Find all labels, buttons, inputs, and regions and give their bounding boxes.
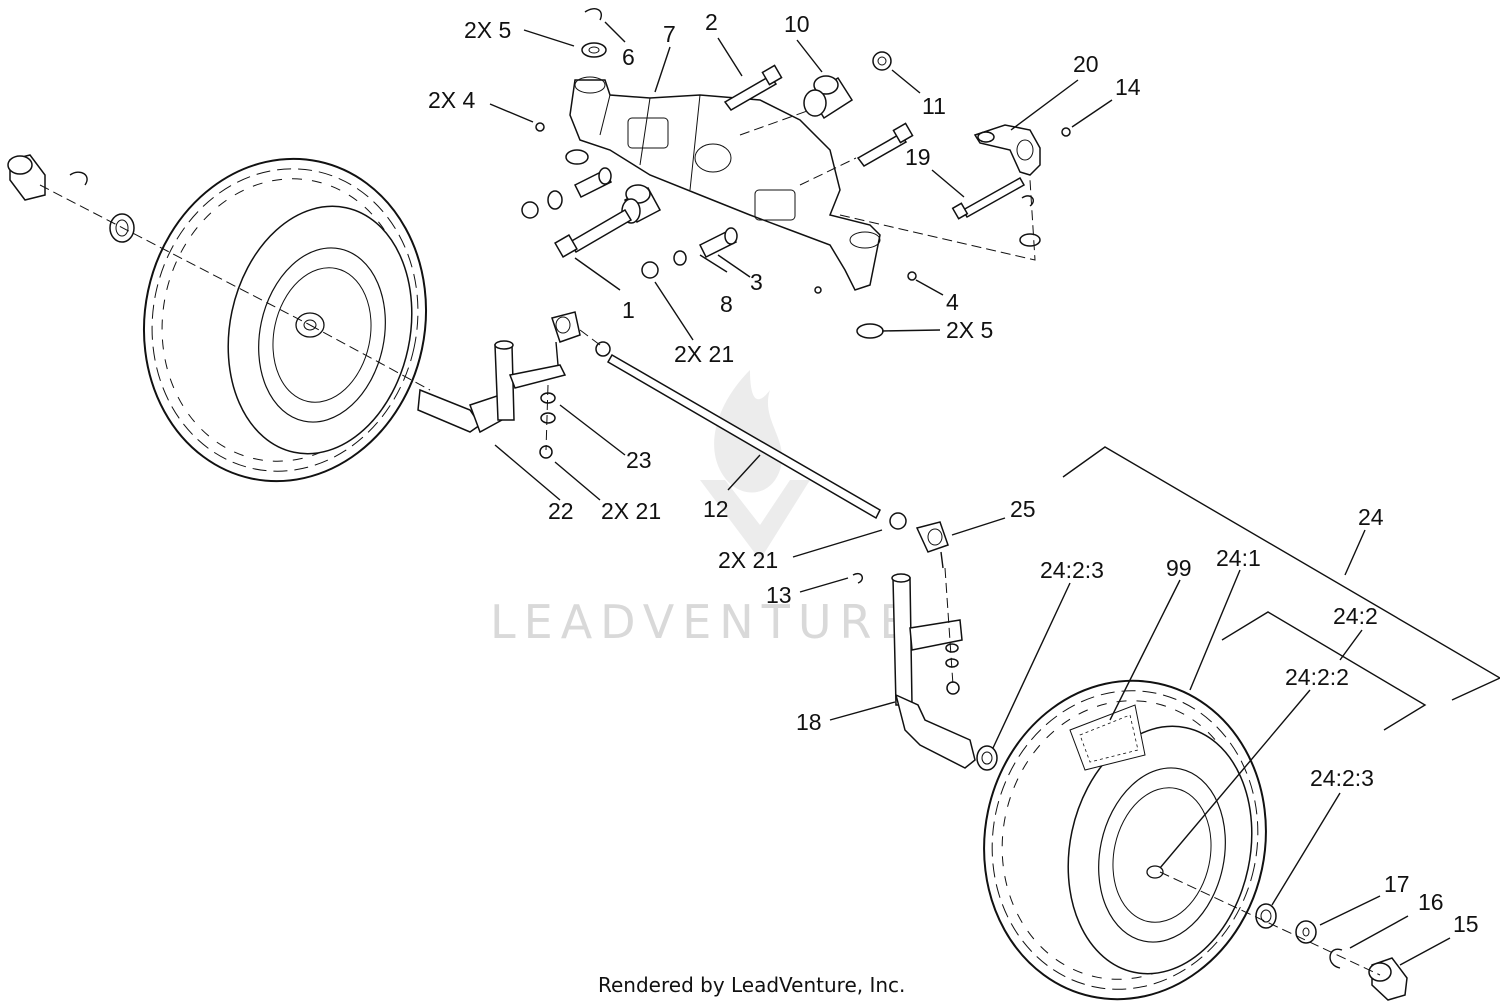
label-2: 2 — [705, 9, 718, 35]
spindle-18 — [891, 573, 976, 769]
label-22: 22 — [548, 498, 574, 524]
label-20: 20 — [1073, 51, 1099, 77]
spacer-3 — [698, 227, 738, 259]
spacer-3-upper — [573, 167, 613, 199]
label-2x5-top: 2X 5 — [464, 17, 511, 43]
watermark-text: LEADVENTURE — [490, 595, 917, 649]
label-2x21-left: 2X 21 — [601, 498, 661, 524]
label-24-1: 24:1 — [1216, 545, 1261, 571]
wheel-left — [142, 157, 428, 483]
label-19: 19 — [905, 144, 931, 170]
washer-5-top — [581, 42, 607, 58]
label-24: 24 — [1358, 504, 1384, 530]
bearing-24-2-3-outer — [1255, 903, 1277, 929]
label-14: 14 — [1115, 74, 1141, 100]
label-25: 25 — [1010, 496, 1036, 522]
callout-labels: 2X 5 6 7 2 10 11 2X 4 20 14 19 1 8 3 2X … — [428, 9, 1479, 937]
bolt-19-arm — [951, 176, 1026, 220]
label-24-2-3-upper: 24:2:3 — [1040, 557, 1104, 583]
bracket-24-2 — [1221, 611, 1427, 731]
bolt-1 — [554, 208, 633, 258]
nut-21-rod — [595, 341, 611, 357]
washer-8 — [673, 250, 687, 266]
axle-beam — [569, 76, 881, 291]
label-12: 12 — [703, 496, 729, 522]
nut-21-right — [889, 512, 907, 530]
leader-lines — [489, 21, 1451, 966]
steering-arm-20 — [973, 124, 1041, 176]
grease-fitting-4b — [907, 271, 917, 281]
label-4: 4 — [946, 289, 959, 315]
label-99: 99 — [1166, 555, 1192, 581]
washer-17 — [1295, 920, 1317, 944]
bracket-24 — [1062, 446, 1500, 701]
label-23: 23 — [626, 447, 652, 473]
clip-left — [69, 171, 88, 186]
clip-16 — [1329, 948, 1343, 969]
clip-6 — [584, 8, 602, 21]
tie-rod-12 — [606, 353, 881, 520]
bolt-2 — [723, 64, 783, 111]
label-10: 10 — [784, 11, 810, 37]
bearing-24-2-3-inner — [976, 745, 998, 771]
spindle-22 — [417, 340, 567, 434]
label-24-2: 24:2 — [1333, 603, 1378, 629]
label-15: 15 — [1453, 911, 1479, 937]
washer-arm — [1019, 233, 1041, 247]
label-2x5-bottom: 2X 5 — [946, 317, 993, 343]
bushing-10 — [803, 75, 854, 120]
label-24-2-3-lower: 24:2:3 — [1310, 765, 1374, 791]
label-2x4: 2X 4 — [428, 87, 476, 113]
pin-13 — [852, 573, 863, 584]
watermark-flame-icon — [700, 370, 810, 560]
label-2x21-right: 2X 21 — [718, 547, 778, 573]
washer-14 — [1061, 127, 1071, 137]
label-7: 7 — [663, 21, 676, 47]
bolt-19 — [856, 122, 914, 167]
wheel-right — [983, 679, 1267, 1001]
nut-21-axle — [641, 261, 659, 279]
label-1: 1 — [622, 297, 635, 323]
hub-cap-15 — [1368, 957, 1408, 1001]
nut-11 — [872, 51, 892, 71]
grease-fitting-4 — [535, 122, 545, 132]
label-13: 13 — [766, 582, 792, 608]
washer-lower-left — [565, 149, 589, 165]
label-6: 6 — [622, 44, 635, 70]
label-3: 3 — [750, 269, 763, 295]
label-24-2-2: 24:2:2 — [1285, 664, 1349, 690]
nut-upper-left — [521, 190, 563, 219]
hub-cap-left — [7, 154, 46, 201]
label-11: 11 — [922, 93, 946, 119]
label-8: 8 — [720, 291, 733, 317]
label-18: 18 — [796, 709, 822, 735]
footer-credit: Rendered by LeadVenture, Inc. — [598, 973, 905, 997]
ball-joint-25 — [915, 521, 949, 569]
label-16: 16 — [1418, 889, 1444, 915]
label-2x21-axle: 2X 21 — [674, 341, 734, 367]
washer-5-bottom — [856, 323, 884, 339]
label-17: 17 — [1384, 871, 1410, 897]
ball-joint-left — [551, 311, 581, 366]
